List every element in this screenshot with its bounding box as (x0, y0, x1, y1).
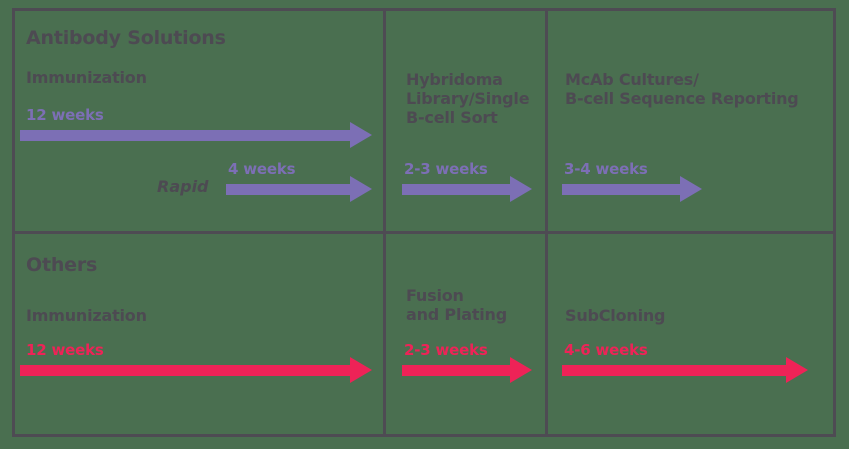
duration-label-others-immunization-12-weeks: 12 weeks (26, 341, 104, 359)
stage-title-fusion-and-plating: Fusion and Plating (406, 286, 507, 324)
row-title-others: Others (26, 254, 98, 276)
stage-title-immunization-antibody: Immunization (26, 68, 147, 87)
duration-label-fusion-2-3-weeks: 2-3 weeks (404, 341, 488, 359)
stage-title-immunization-others: Immunization (26, 306, 147, 325)
arrow-head-icon (680, 176, 702, 202)
duration-label-immunization-12-weeks: 12 weeks (26, 106, 104, 124)
arrow-fusion-2-3-weeks (402, 357, 532, 383)
track-note-rapid: Rapid (157, 177, 209, 196)
arrow-subcloning-4-6-weeks (562, 357, 808, 383)
arrow-head-icon (350, 176, 372, 202)
stage-title-hybridoma-library-single-bcell-sort: Hybridoma Library/Single B-cell Sort (406, 70, 530, 127)
row-title-antibody-solutions: Antibody Solutions (26, 27, 226, 49)
column-divider-1 (383, 8, 386, 437)
arrow-rapid-4-weeks (226, 176, 372, 202)
arrow-mcab-3-4-weeks (562, 176, 702, 202)
arrow-head-icon (350, 122, 372, 148)
arrow-shaft (402, 184, 510, 195)
arrow-shaft (562, 184, 680, 195)
duration-label-hybridoma-2-3-weeks: 2-3 weeks (404, 160, 488, 178)
arrow-head-icon (350, 357, 372, 383)
diagram-frame (12, 8, 836, 437)
arrow-head-icon (786, 357, 808, 383)
duration-label-subcloning-4-6-weeks: 4-6 weeks (564, 341, 648, 359)
stage-title-subcloning: SubCloning (565, 306, 666, 325)
arrow-shaft (20, 130, 350, 141)
arrow-shaft (562, 365, 786, 376)
arrow-shaft (20, 365, 350, 376)
duration-label-mcab-3-4-weeks: 3-4 weeks (564, 160, 648, 178)
stage-title-mcab-cultures-bcell-sequence-reporting: McAb Cultures/ B-cell Sequence Reporting (565, 70, 799, 108)
arrow-head-icon (510, 176, 532, 202)
arrow-shaft (226, 184, 350, 195)
arrow-head-icon (510, 357, 532, 383)
arrow-hybridoma-2-3-weeks (402, 176, 532, 202)
column-divider-2 (545, 8, 548, 437)
arrow-shaft (402, 365, 510, 376)
row-divider (12, 231, 836, 234)
arrow-immunization-12-weeks (20, 122, 372, 148)
arrow-others-immunization-12-weeks (20, 357, 372, 383)
duration-label-rapid-4-weeks: 4 weeks (228, 160, 296, 178)
